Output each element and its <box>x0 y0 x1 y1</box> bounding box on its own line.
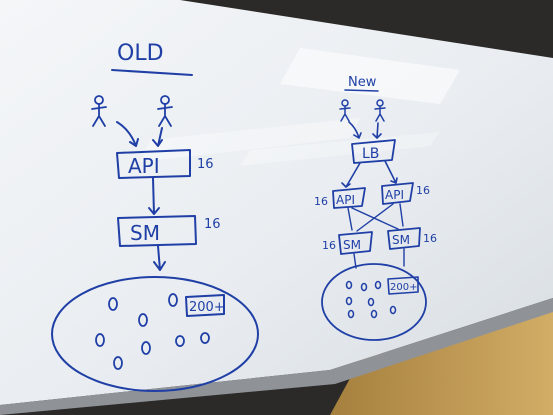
whiteboard-surface <box>0 0 553 405</box>
node-icon <box>374 280 382 290</box>
new-api-right-label: API <box>385 188 404 202</box>
old-storage-count-box <box>185 294 225 317</box>
old-sm-box <box>117 215 197 247</box>
connector-line <box>399 203 404 227</box>
old-api-box <box>116 149 191 179</box>
node-icon <box>367 297 375 307</box>
new-sm-right-label: SM <box>392 233 410 247</box>
node-icon <box>345 280 353 290</box>
new-sm-left-count: 16 <box>322 239 336 252</box>
new-api-left-count: 16 <box>314 195 328 208</box>
old-storage-label: 200+ <box>189 300 225 315</box>
node-icon <box>200 332 210 344</box>
old-sm-count: 16 <box>204 217 221 232</box>
node-icon <box>168 293 178 307</box>
old-sm-label: SM <box>130 221 160 245</box>
node-icon <box>108 297 118 311</box>
old-heading-underline <box>111 69 193 76</box>
new-api-right-count: 16 <box>416 184 430 197</box>
new-heading-underline <box>344 89 379 92</box>
user-figure-icon <box>339 99 351 122</box>
new-storage-nodes <box>345 280 397 319</box>
connector-line <box>351 207 399 230</box>
old-diagram: OLD API 16 SM 16 <box>51 41 259 392</box>
old-storage-cluster <box>51 276 259 392</box>
arrow-icon <box>152 127 163 147</box>
arrow-icon <box>153 245 166 271</box>
new-heading: New <box>348 75 377 90</box>
arrow-icon <box>348 121 362 139</box>
old-api-label: API <box>128 154 160 178</box>
node-icon <box>138 313 148 327</box>
new-lb-box <box>351 139 396 164</box>
new-lb-label: LB <box>362 146 379 162</box>
user-figure-icon <box>91 95 107 127</box>
marker-tray <box>0 298 553 415</box>
connector-line <box>356 203 394 232</box>
arrow-icon <box>148 177 160 215</box>
new-diagram: New LB API 16 API 16 <box>314 75 437 341</box>
new-storage-count-box <box>387 276 419 295</box>
node-icon <box>113 356 123 370</box>
node-icon <box>95 333 105 347</box>
node-icon <box>347 309 355 319</box>
glare-reflection <box>140 118 360 162</box>
new-storage-label: 200+ <box>390 282 417 293</box>
new-api-left-label: API <box>336 193 355 207</box>
node-icon <box>345 296 353 306</box>
connector-line <box>347 207 353 231</box>
new-sm-left-box <box>338 231 373 255</box>
old-api-count: 16 <box>197 157 214 172</box>
new-sm-right-box <box>387 227 421 250</box>
new-storage-cluster <box>321 263 427 341</box>
arrow-icon <box>116 121 139 147</box>
user-figure-icon <box>157 95 173 127</box>
node-icon <box>370 309 378 319</box>
glare-reflection <box>280 48 460 104</box>
node-icon <box>360 282 368 292</box>
arrow-icon <box>372 122 382 139</box>
new-api-right-box <box>381 182 414 205</box>
node-icon <box>175 335 185 347</box>
arrow-icon <box>384 160 398 184</box>
new-sm-right-count: 16 <box>423 232 437 245</box>
new-api-left-box <box>332 187 366 209</box>
arrow-icon <box>341 162 361 188</box>
node-icon <box>141 341 151 355</box>
old-heading: OLD <box>117 41 164 66</box>
old-storage-nodes <box>95 293 210 370</box>
new-sm-left-label: SM <box>343 238 361 252</box>
user-figure-icon <box>374 99 386 122</box>
node-icon <box>389 305 397 315</box>
